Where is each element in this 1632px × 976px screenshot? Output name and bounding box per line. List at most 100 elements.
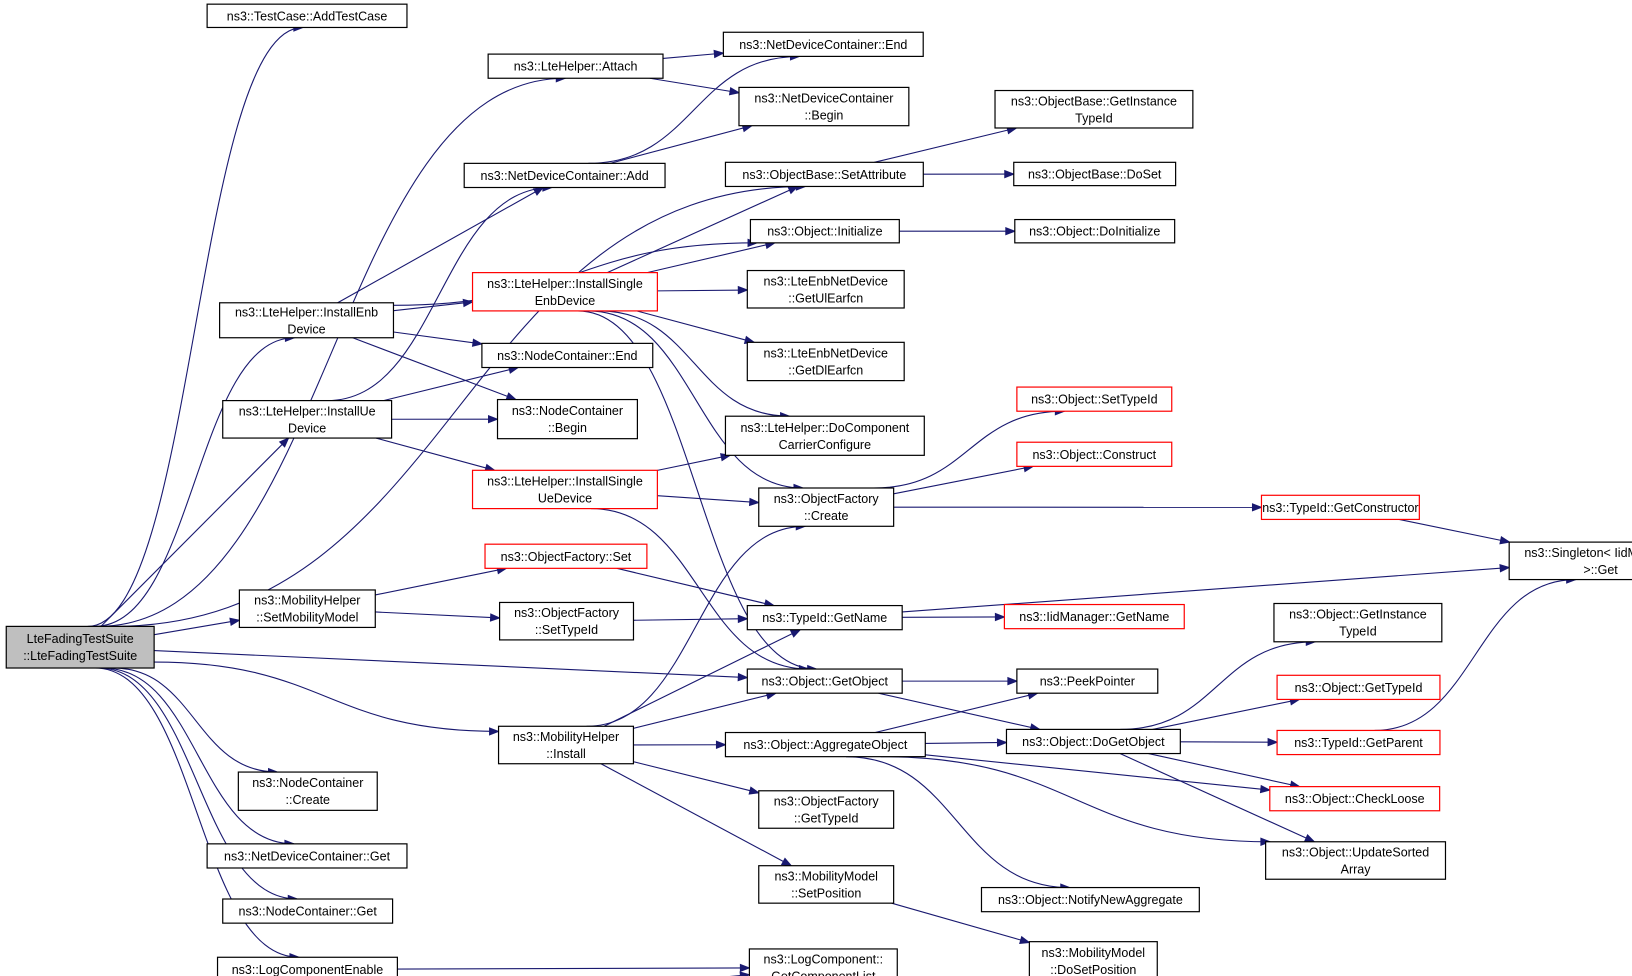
call-edge-line — [874, 127, 1017, 163]
node-nc_end[interactable]: ns3::NodeContainer::End — [481, 342, 654, 369]
node-ndc_end[interactable]: ns3::NetDeviceContainer::End — [722, 31, 924, 57]
node-enb_getul[interactable]: ns3::LteEnbNetDevice::GetUlEarfcn — [746, 269, 905, 309]
node-box — [994, 89, 1194, 129]
node-mm_dosetposition[interactable]: ns3::MobilityModel::DoSetPosition — [1028, 941, 1158, 976]
node-of_create[interactable]: ns3::ObjectFactory::Create — [758, 487, 895, 527]
node-label-line: EnbDevice — [535, 294, 595, 308]
node-obj_doinitialize[interactable]: ns3::Object::DoInitialize — [1014, 218, 1176, 244]
node-label-line: TypeId — [1075, 111, 1113, 125]
node-obj_settypeid[interactable]: ns3::Object::SetTypeId — [1016, 386, 1173, 412]
node-box — [1013, 161, 1177, 187]
call-edge-line — [375, 567, 507, 596]
call-edge-line — [633, 618, 748, 621]
call-edge-ob_setattribute-to-ob_doset — [923, 169, 1016, 179]
node-label-line: ::Create — [804, 509, 849, 523]
node-attach[interactable]: ns3::LteHelper::Attach — [487, 53, 664, 79]
node-singleton_get[interactable]: ns3::Singleton< IidManager>::Get — [1508, 541, 1632, 581]
node-label-line: ns3::IidManager::GetName — [1019, 610, 1169, 624]
node-box — [738, 86, 910, 127]
node-iid_getname[interactable]: ns3::IidManager::GetName — [1003, 603, 1185, 630]
call-edge-obj_aggregate-to-obj_checkloose — [925, 754, 1272, 794]
node-label-line: ::SetPosition — [791, 886, 861, 900]
node-addtestcase[interactable]: ns3::TestCase::AddTestCase — [206, 3, 408, 29]
node-box — [1016, 441, 1173, 467]
node-nc_get[interactable]: ns3::NodeContainer::Get — [222, 898, 394, 924]
node-of_set[interactable]: ns3::ObjectFactory::Set — [484, 543, 648, 569]
node-obj_dogetobject[interactable]: ns3::Object::DoGetObject — [1005, 728, 1181, 755]
node-label-line: ns3::ObjectFactory — [774, 795, 880, 809]
node-lc_getcomponentlist[interactable]: ns3::LogComponent::GetComponentList — [748, 948, 898, 976]
node-root[interactable]: LteFadingTestSuite::LteFadingTestSuite — [5, 625, 155, 669]
node-label-line: ns3::LteEnbNetDevice — [764, 346, 888, 360]
node-box — [219, 302, 395, 339]
arrowhead-icon — [1259, 784, 1272, 794]
arrowhead-icon — [489, 613, 501, 622]
node-mh_setmobilitymodel[interactable]: ns3::MobilityHelper::SetMobilityModel — [238, 589, 376, 629]
arrowhead-icon — [462, 298, 474, 308]
node-of_settypeid[interactable]: ns3::ObjectFactory::SetTypeId — [498, 601, 635, 641]
node-label-line: ns3::NetDeviceContainer::Add — [481, 169, 649, 183]
node-box — [1003, 603, 1185, 630]
node-label-line: ns3::NodeContainer::Get — [239, 905, 378, 919]
node-label-line: ::LteFadingTestSuite — [23, 649, 137, 663]
node-obj_aggregate[interactable]: ns3::Object::AggregateObject — [724, 731, 926, 758]
node-label-line: ::Begin — [548, 421, 587, 435]
arrowhead-icon — [229, 617, 241, 626]
node-mm_setposition[interactable]: ns3::MobilityModel::SetPosition — [758, 865, 895, 904]
node-ndc_get[interactable]: ns3::NetDeviceContainer::Get — [206, 843, 408, 869]
node-nc_create[interactable]: ns3::NodeContainer::Create — [237, 771, 378, 811]
call-edge-line — [87, 26, 303, 627]
node-label-line: ::Create — [286, 793, 331, 807]
call-edge-line — [1152, 698, 1300, 730]
node-label-line: ns3::Singleton< IidManager — [1524, 546, 1632, 560]
node-ob_setattribute[interactable]: ns3::ObjectBase::SetAttribute — [724, 161, 924, 188]
call-edge-of_settypeid-to-tid_getname — [633, 614, 749, 624]
node-obj_checkloose[interactable]: ns3::Object::CheckLoose — [1269, 786, 1441, 812]
arrowhead-icon — [1007, 676, 1019, 686]
call-edge-ob_setattribute-to-ob_getinstancetypeid — [874, 126, 1018, 163]
node-tid_getname[interactable]: ns3::TypeId::GetName — [746, 604, 903, 631]
node-label-line: ns3::LogComponentEnable — [232, 963, 384, 976]
call-edge-of_create-to-tid_getconstructor — [893, 503, 1263, 512]
node-label-line: ns3::MobilityHelper — [254, 594, 360, 608]
node-nc_begin[interactable]: ns3::NodeContainer::Begin — [496, 398, 638, 440]
node-docomponent[interactable]: ns3::LteHelper::DoComponentCarrierConfig… — [724, 415, 925, 456]
arrowhead-icon — [1251, 503, 1263, 512]
node-ndc_add[interactable]: ns3::NetDeviceContainer::Add — [463, 162, 666, 189]
call-edge-line — [657, 289, 748, 292]
call-edge-line — [647, 242, 775, 274]
call-edge-line — [113, 667, 278, 773]
node-obj_notifynewaggregate[interactable]: ns3::Object::NotifyNewAggregate — [980, 886, 1200, 913]
node-obj_gettypeid[interactable]: ns3::Object::GetTypeId — [1276, 674, 1441, 701]
node-tid_getconstructor[interactable]: ns3::TypeId::GetConstructor — [1260, 494, 1420, 521]
node-label-line: ns3::TypeId::GetName — [762, 611, 887, 625]
node-ndc_begin[interactable]: ns3::NetDeviceContainer::Begin — [738, 86, 910, 127]
node-box — [746, 668, 903, 694]
node-logcomponentenable[interactable]: ns3::LogComponentEnable — [216, 956, 398, 976]
node-tid_getparent[interactable]: ns3::TypeId::GetParent — [1276, 729, 1441, 756]
call-edge-line — [891, 902, 1030, 944]
node-label-line: ns3::NetDeviceContainer::Get — [224, 849, 391, 863]
arrowhead-icon — [1499, 564, 1511, 573]
node-obj_getobject[interactable]: ns3::Object::GetObject — [746, 668, 903, 694]
node-peekpointer[interactable]: ns3::PeekPointer — [1016, 668, 1159, 694]
node-enb_getdl[interactable]: ns3::LteEnbNetDevice::GetDlEarfcn — [746, 341, 905, 382]
node-mh_install[interactable]: ns3::MobilityHelper::Install — [497, 725, 635, 765]
call-edge-line — [846, 756, 1070, 889]
node-obj_initialize[interactable]: ns3::Object::Initialize — [749, 218, 900, 244]
arrowhead-icon — [739, 971, 751, 976]
arrowhead-icon — [789, 629, 802, 638]
node-box — [746, 604, 903, 631]
node-obj_construct[interactable]: ns3::Object::Construct — [1016, 441, 1173, 467]
node-label-line: ns3::NetDeviceContainer — [754, 92, 893, 106]
call-edge-line — [1120, 641, 1316, 730]
node-of_gettypeid[interactable]: ns3::ObjectFactory::GetTypeId — [758, 790, 895, 829]
node-ob_doset[interactable]: ns3::ObjectBase::DoSet — [1013, 161, 1177, 187]
